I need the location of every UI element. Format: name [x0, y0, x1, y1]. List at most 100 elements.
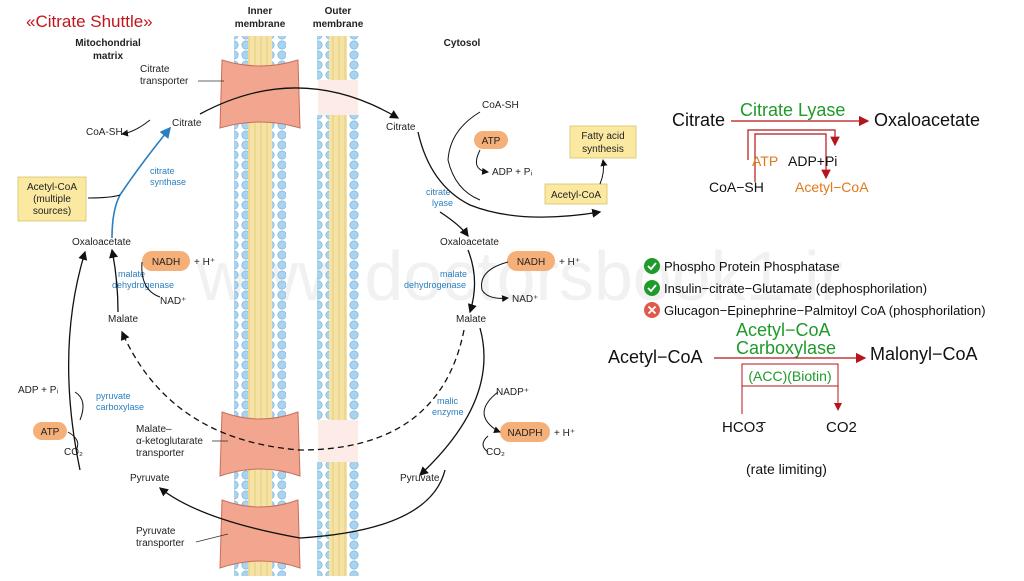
left-oxaloacetate-label: Oxaloacetate	[72, 237, 131, 248]
acetylcoa-feed-line	[87, 194, 121, 199]
reaction1-substrate: Citrate	[672, 110, 725, 130]
right-citrate-label: Citrate	[386, 122, 416, 133]
right-coash-label: CoA-SH	[482, 100, 519, 111]
cytosol-header: Cytosol	[444, 38, 481, 49]
left-coash-label: CoA-SH	[86, 127, 123, 138]
pyruvate-transporter-protein	[219, 499, 301, 569]
left-nadh-pill	[142, 251, 190, 271]
left-nad-loop	[141, 261, 161, 298]
reaction1-product: Oxaloacetate	[874, 110, 980, 130]
left-malate-label: Malate	[108, 314, 138, 325]
left-atp-pill	[33, 422, 67, 440]
right-nadh-loop	[481, 261, 509, 303]
citrate-lyase-label-2: lyase	[432, 198, 453, 208]
citrate-transporter-protein	[219, 59, 301, 129]
right-nadph-pill	[500, 422, 550, 442]
pyruvate-import-arrow	[158, 469, 446, 539]
outer-membrane-header: Outer	[325, 6, 352, 17]
reaction2-enzyme-2: Carboxylase	[736, 338, 836, 358]
acetylcoa-source-box	[17, 176, 87, 222]
right-pyruvate-label: Pyruvate	[400, 473, 440, 484]
right-nadh-pill	[507, 251, 555, 271]
right-oxaloacetate-label: Oxaloacetate	[440, 237, 499, 248]
left-co2-label: CO₂	[64, 447, 83, 458]
malate-import-dashed-arrow	[121, 329, 465, 451]
citrate-synthase-label-2: synthase	[150, 177, 186, 187]
left-malate-to-oaa-arrow	[109, 248, 119, 313]
right-nadh-h-label: + H⁺	[559, 257, 580, 268]
right-nadp-loop	[483, 391, 501, 434]
reaction1-atp-branch	[747, 129, 840, 160]
pyruvate-to-oaa-arrow	[67, 250, 88, 471]
regulation-item-2: Insulin−citrate−Glutamate (dephosphorila…	[644, 280, 927, 296]
right-malate-dh-label-2: dehydrogenase	[404, 280, 466, 290]
right-atp-loop	[475, 149, 489, 175]
makg-transporter-label-2: α-ketoglutarate	[136, 436, 203, 447]
matrix-header: Mitochondrial	[75, 38, 141, 49]
left-nadh-label: NADH	[152, 257, 180, 268]
right-acetylcoa-label: Acetyl-CoA	[551, 190, 601, 201]
diagram-title: «Citrate Shuttle»	[26, 12, 153, 31]
acc-regulation-list: Phospho Protein Phosphatase Insulin−citr…	[644, 258, 986, 318]
reaction1-enzyme: Citrate Lyase	[740, 100, 845, 120]
right-malate-dh-label: malate	[440, 269, 467, 279]
right-oaa-to-malate-arrow	[467, 249, 477, 314]
reaction1-coash: CoA−SH	[709, 179, 764, 195]
reaction1-atp: ATP	[752, 153, 778, 169]
makg-transporter-label: Malate–	[136, 424, 172, 435]
reaction1-acetylcoa: Acetyl−CoA	[795, 179, 869, 195]
left-malate-dh-label-2: dehydrogenase	[112, 280, 174, 290]
left-pyruvate-label: Pyruvate	[130, 473, 170, 484]
malic-enzyme-label-2: enzyme	[432, 407, 464, 417]
right-adp-pi-label: ADP + Pᵢ	[492, 167, 532, 178]
right-malate-label: Malate	[456, 314, 486, 325]
citrate-lyase-arrow	[417, 131, 602, 218]
pyruvate-carboxylase-label: pyruvate	[96, 391, 131, 401]
regulation-item-3: Glucagon−Epinephrine−Palmitoyl CoA (phos…	[644, 302, 986, 318]
citrate-transporter-label-2: transporter	[140, 76, 189, 87]
regulation-text-1: Phospho Protein Phosphatase	[664, 259, 840, 274]
right-atp-label: ATP	[482, 136, 501, 147]
acetylcoa-to-fatty-acid-arrow	[599, 159, 608, 185]
acetylcoa-source-label-3: sources)	[33, 206, 71, 217]
citrate-transporter-label: Citrate	[140, 64, 170, 75]
right-coash-loop	[447, 111, 481, 201]
citrate-export-arrow	[199, 87, 400, 119]
acc-reaction: Acetyl−CoA Acetyl−CoA Carboxylase Malony…	[608, 320, 978, 477]
reaction1-coa-branch	[754, 133, 831, 182]
outer-membrane	[317, 36, 359, 576]
right-atp-pill	[474, 131, 508, 149]
right-acetylcoa-box	[544, 183, 608, 205]
inner-membrane-header-2: membrane	[235, 19, 286, 30]
right-co2-label: CO₂	[486, 447, 505, 458]
matrix-header-2: matrix	[93, 51, 123, 62]
reaction1-adp-pi: ADP+Pi	[788, 153, 837, 169]
reaction2-product: Malonyl−CoA	[870, 344, 978, 364]
makg-transporter-label-3: transporter	[136, 448, 185, 459]
right-nadp-label: NADP⁺	[496, 387, 529, 398]
right-nadph-label: NADPH	[507, 428, 542, 439]
left-adp-pi-label: ADP + Pᵢ	[18, 385, 58, 396]
right-co2-loop	[482, 435, 489, 453]
inner-membrane-header: Inner	[248, 6, 273, 17]
left-atp-label: ATP	[41, 427, 60, 438]
citrate-synthase-arrow-2	[111, 194, 121, 239]
pyruvate-transporter-leader	[195, 533, 229, 543]
reaction2-substrate: Acetyl−CoA	[608, 347, 703, 367]
reaction2-co2: CO2	[826, 419, 857, 436]
reaction2-cofactors: (ACC)(Biotin)	[748, 368, 831, 384]
regulation-item-1: Phospho Protein Phosphatase	[644, 258, 840, 274]
right-oaa-arrow	[439, 211, 469, 238]
left-malate-dh-label: malate	[118, 269, 145, 279]
right-nadph-h-label: + H⁺	[554, 428, 575, 439]
citrate-synthase-arrow	[119, 126, 172, 196]
fatty-acid-label-2: synthesis	[582, 144, 624, 155]
citrate-lyase-label: citrate	[426, 187, 451, 197]
right-nad-label: NAD⁺	[512, 294, 538, 305]
reaction2-hco3: HCO3̄	[722, 419, 766, 436]
left-co2-loop	[67, 431, 79, 451]
watermark: www.doctorsbook1.ir	[196, 237, 843, 315]
acetylcoa-source-label-2: (multiple	[33, 194, 71, 205]
